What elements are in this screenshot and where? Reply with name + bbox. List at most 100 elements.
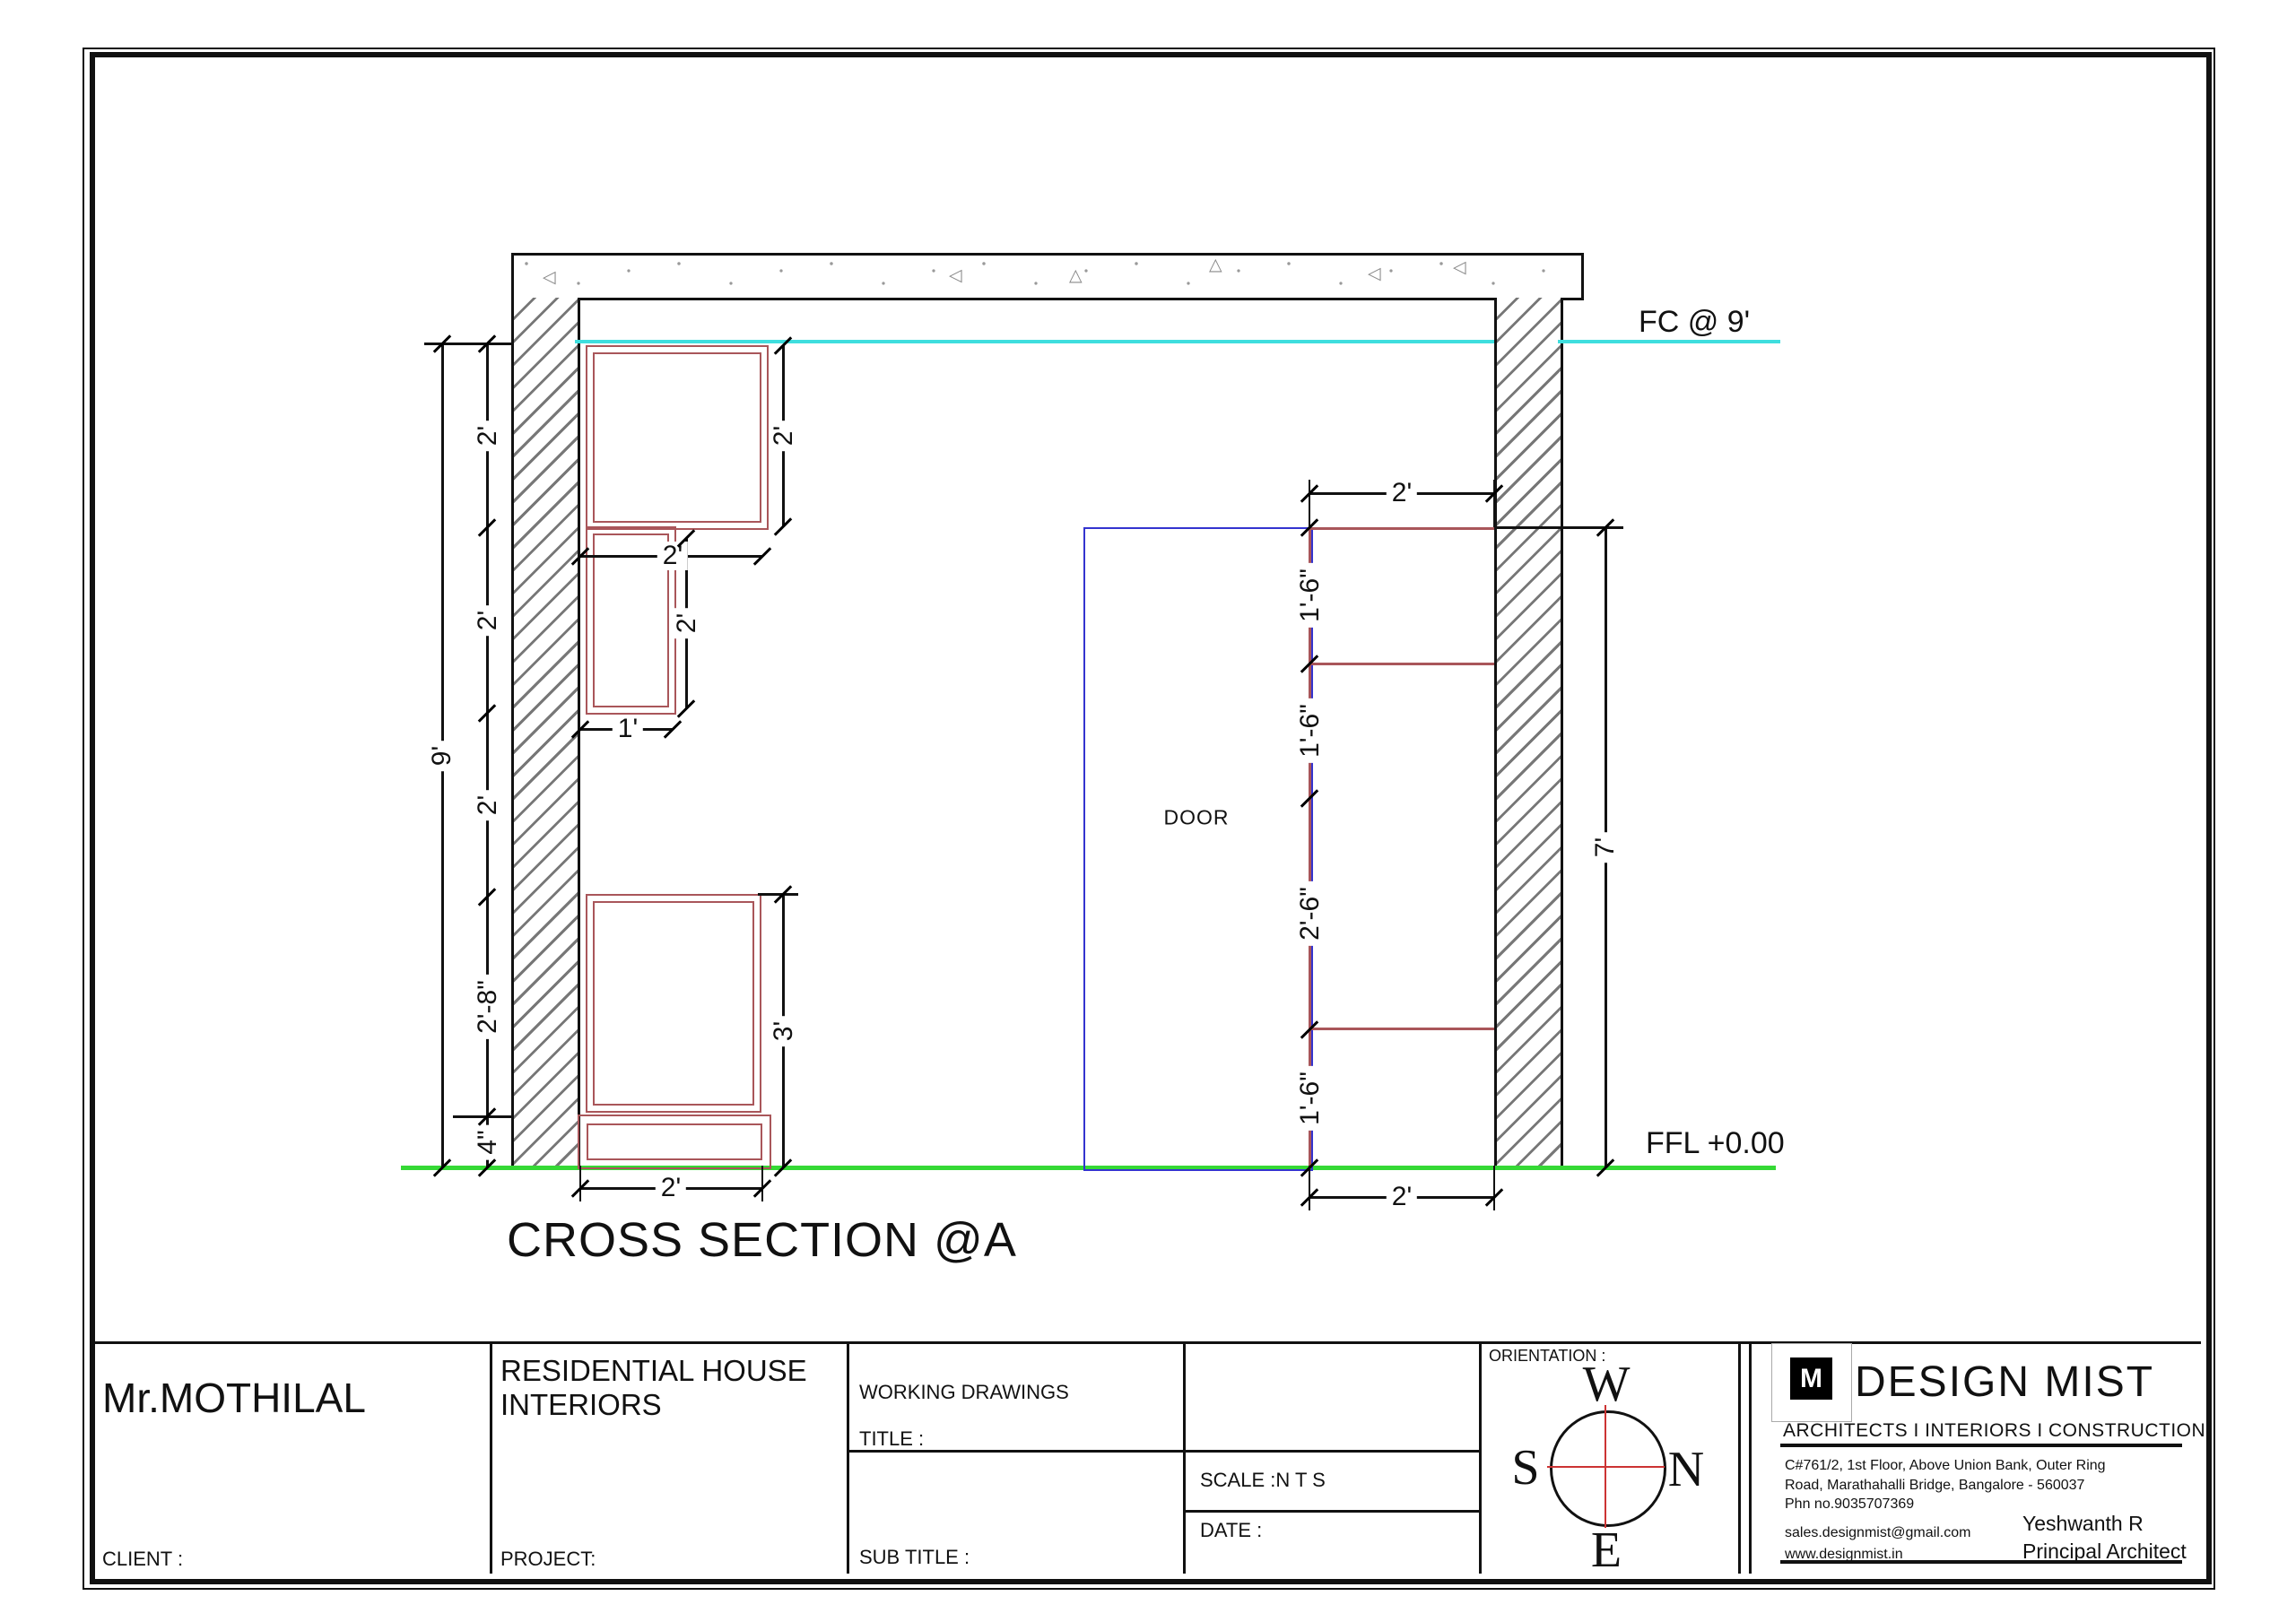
dim-label: 2'	[473, 789, 502, 821]
firm-bottom-rule	[1780, 1560, 2182, 1564]
dim-label-cab2-h: 2'	[672, 607, 701, 639]
firm-tagline: ARCHITECTS I INTERIORS I CONSTRUCTION	[1783, 1420, 2206, 1441]
sheet-border-inner	[90, 52, 2212, 1584]
base-cabinet-plinth	[578, 1115, 771, 1169]
dim-label-cab1-w: 2'	[657, 542, 689, 570]
right-wall-section	[1494, 298, 1563, 1167]
firm-address: C#761/2, 1st Floor, Above Union Bank, Ou…	[1785, 1456, 2106, 1514]
dim-line-left-chain	[486, 343, 489, 1167]
base-cabinet-inner	[593, 901, 754, 1106]
base-cabinet	[586, 894, 761, 1113]
ceiling-level-label: FC @ 9'	[1639, 305, 1751, 339]
dim-label: 2'	[473, 604, 502, 637]
dim-label-right-bottom: 2'	[1386, 1183, 1418, 1211]
dim-ext	[1493, 1166, 1495, 1210]
scale-value: SCALE :N T S	[1200, 1469, 1326, 1491]
title-label: TITLE :	[859, 1427, 925, 1450]
dim-ext-top-left	[424, 343, 511, 345]
dim-ext	[579, 1166, 581, 1201]
project-name: RESIDENTIAL HOUSE INTERIORS	[500, 1354, 807, 1421]
dim-label-door-height: 7'	[1590, 831, 1620, 863]
project-label: PROJECT:	[500, 1548, 596, 1570]
dim-label: 1'-6"	[1295, 563, 1325, 628]
aggregate-triangle-icon: ◁	[949, 265, 962, 285]
titleblock-divider	[1479, 1341, 1482, 1574]
dim-label-cab3-h: 3'	[769, 1015, 798, 1047]
compass-west: W	[1582, 1357, 1631, 1412]
dim-label: 2'-6"	[1295, 881, 1325, 946]
dim-label-cab2-w: 1'	[612, 715, 644, 743]
dim-label: 1'-6"	[1295, 1066, 1325, 1131]
firm-name: DESIGN MIST	[1855, 1358, 2155, 1406]
door-label: DOOR	[1163, 805, 1230, 829]
compass-east: E	[1590, 1522, 1622, 1578]
aggregate-triangle-icon: △	[1209, 255, 1222, 274]
titleblock-divider	[1183, 1341, 1186, 1574]
dim-ext	[1309, 480, 1310, 527]
aggregate-triangle-icon: △	[1069, 265, 1083, 285]
dim-label: 2'-8"	[473, 975, 502, 1039]
dim-label: 2'	[473, 420, 502, 452]
dim-label-cab3-w: 2'	[655, 1174, 687, 1202]
dim-label-overall-height: 9'	[427, 740, 457, 772]
tall-cabinet-shelf-1	[1309, 663, 1494, 665]
compass-cross-horizontal	[1547, 1466, 1665, 1468]
floor-level-line	[401, 1166, 1776, 1170]
titleblock-top-line	[90, 1341, 2201, 1344]
ceiling-slab	[511, 253, 1584, 300]
firm-phone: Phn no.9035707369	[1785, 1496, 1915, 1513]
dim-label-right-top: 2'	[1386, 479, 1418, 507]
wall-cabinet-lower-inner	[593, 533, 669, 707]
firm-website: www.designmist.in	[1785, 1547, 1903, 1562]
compass-south: S	[1511, 1440, 1540, 1496]
left-wall-section	[511, 298, 580, 1167]
architect-role: Principal Architect	[2022, 1540, 2187, 1564]
compass-icon	[1550, 1410, 1666, 1527]
titleblock-divider	[1738, 1341, 1741, 1574]
client-name: Mr.MOTHILAL	[102, 1375, 366, 1421]
false-ceiling-line	[575, 340, 1494, 343]
firm-logo: M	[1771, 1343, 1852, 1422]
dim-ext-cab3	[758, 893, 798, 896]
floor-level-label: FFL +0.00	[1646, 1126, 1785, 1160]
dim-ext	[761, 1166, 763, 1201]
compass-north: N	[1667, 1442, 1705, 1497]
dim-label: 4"	[473, 1124, 502, 1160]
dim-ext-skirting	[453, 1115, 511, 1118]
titleblock-divider	[490, 1341, 492, 1574]
titleblock-row-line	[1183, 1510, 1482, 1513]
firm-contact: sales.designmist@gmail.com www.designmis…	[1785, 1522, 1970, 1566]
date-label: DATE :	[1200, 1519, 1263, 1541]
client-label: CLIENT :	[102, 1548, 184, 1570]
titleblock-divider	[847, 1341, 849, 1574]
firm-email: sales.designmist@gmail.com	[1785, 1525, 1971, 1540]
door-outline	[1083, 527, 1313, 1171]
titleblock-divider	[1749, 1341, 1752, 1574]
orientation-label: ORIENTATION :	[1489, 1347, 1606, 1365]
titleblock-row-line	[847, 1450, 1482, 1453]
firm-logo-letter: M	[1790, 1357, 1832, 1400]
wall-cabinet-upper	[586, 345, 769, 530]
tall-cabinet-top	[1309, 527, 1494, 530]
tall-cabinet-front	[1309, 527, 1311, 1167]
base-cabinet-plinth-inner	[587, 1123, 762, 1160]
dim-label-cab1-h: 2'	[769, 420, 798, 452]
subtitle-label: SUB TITLE :	[859, 1546, 970, 1568]
aggregate-triangle-icon: ◁	[1453, 257, 1466, 277]
firm-address-line2: Road, Marathahalli Bridge, Bangalore - 5…	[1785, 1477, 2085, 1493]
drawing-type: WORKING DRAWINGS	[859, 1381, 1069, 1403]
wall-cabinet-upper-inner	[593, 352, 761, 523]
aggregate-triangle-icon: ◁	[1368, 264, 1381, 283]
drawing-title: CROSS SECTION @A	[507, 1213, 1017, 1267]
sheet-border-outer	[83, 48, 2215, 1590]
firm-architect: Yeshwanth R Principal Architect	[2022, 1510, 2187, 1566]
dim-label: 1'-6"	[1295, 698, 1325, 763]
tall-cabinet-shelf-2	[1309, 1028, 1494, 1030]
dim-ext	[1309, 1166, 1310, 1210]
dim-ext-door-head	[1494, 526, 1623, 529]
firm-address-line1: C#761/2, 1st Floor, Above Union Bank, Ou…	[1785, 1458, 2106, 1473]
tagline-underline	[1780, 1444, 2182, 1447]
architect-name: Yeshwanth R	[2022, 1512, 2144, 1535]
aggregate-triangle-icon: ◁	[543, 267, 556, 287]
